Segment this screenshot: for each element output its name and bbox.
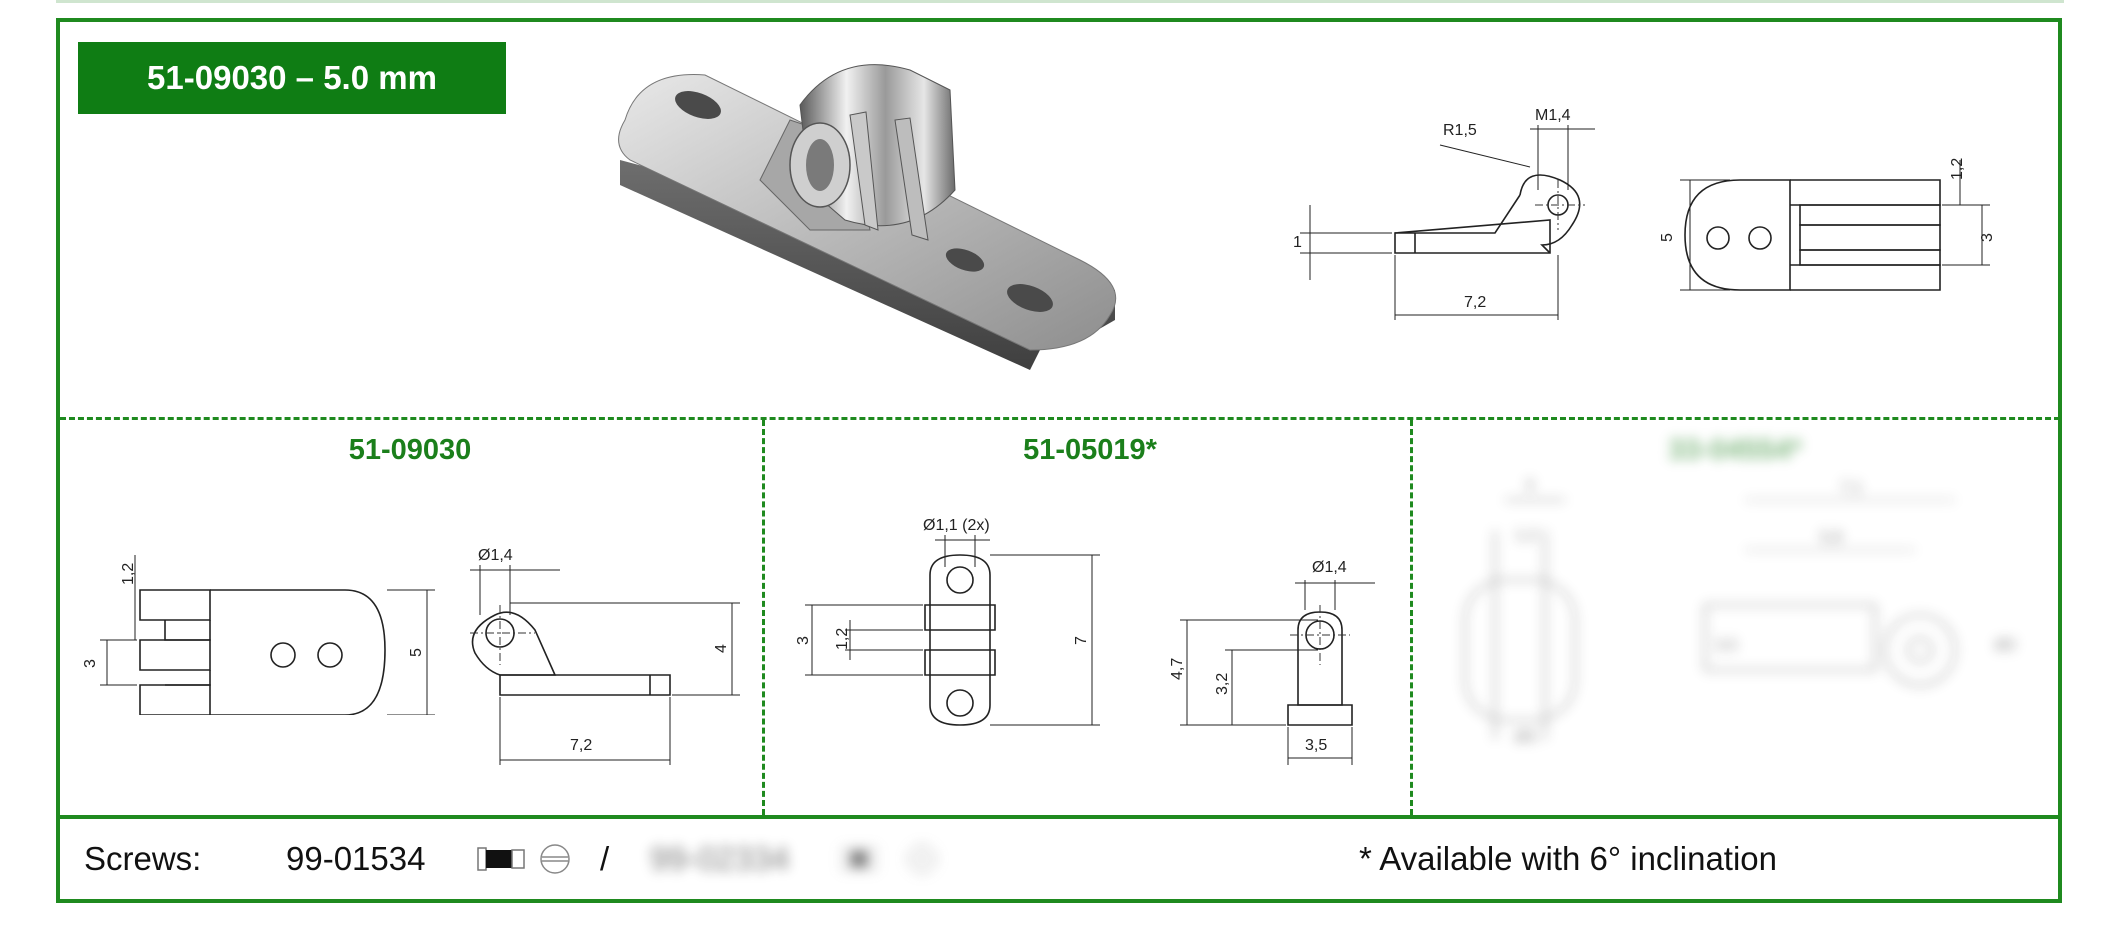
dim-s2-d: 7 <box>1073 636 1090 645</box>
hinge-3d-render <box>618 64 1117 370</box>
dim-s3-e: 5,8 <box>1820 529 1842 546</box>
top-rule <box>56 0 2064 3</box>
side-view-drawing: M1,4 R1,5 1 7,2 <box>1293 107 1595 320</box>
screw-part-1: 99-01534 <box>286 840 426 877</box>
footer-divider <box>60 815 2060 819</box>
dim-h5: 5 <box>1660 233 1676 242</box>
dim-s2-h: 3,5 <box>1305 737 1327 754</box>
dim-m: M1,4 <box>1535 107 1571 124</box>
dim-s3-d: 7,1 <box>1840 479 1862 496</box>
section-title-3: 33-04554* <box>1668 434 1802 466</box>
screw-part-2: 99-02334 <box>650 840 790 877</box>
phillips-head-icon <box>907 844 937 874</box>
dim-len: 7,2 <box>1464 294 1486 311</box>
screw-slotted-icon <box>477 847 525 871</box>
dim-s2-c: 1,2 <box>834 628 851 650</box>
product-frame <box>56 18 2062 903</box>
column-divider <box>1410 420 1413 815</box>
dim-w12: 1,2 <box>1949 158 1966 180</box>
column-divider <box>762 420 765 815</box>
top-view-drawing: 5 3 1,2 <box>1660 158 1996 291</box>
dim-r: R1,5 <box>1443 122 1477 139</box>
inclination-note: * Available with 6° inclination <box>1359 840 1778 877</box>
section3-drawings: 3 1,2 Ø5 7,1 5,8 3,5 Ø2 <box>1464 477 2016 746</box>
screw-separator: / <box>600 840 610 877</box>
screw-square-icon <box>841 847 877 871</box>
dim-s1-f: 7,2 <box>570 737 592 754</box>
section-divider <box>60 417 2060 420</box>
dim-s1-a: 1,2 <box>120 563 137 585</box>
section2-top-view: 3 1,2 Ø1,1 (2x) 7 <box>795 517 1100 726</box>
screws-label: Screws: <box>84 840 202 877</box>
section1-side-view: Ø1,4 4 7,2 <box>470 547 740 765</box>
dim-w3: 3 <box>1979 233 1996 242</box>
dim-s3-a: 3 <box>1525 477 1534 494</box>
dim-s2-b: 3 <box>795 636 812 645</box>
dim-s2-a: Ø1,1 (2x) <box>923 517 990 534</box>
dim-s1-e: 4 <box>713 644 730 653</box>
product-title: 51-09030 – 5.0 mm <box>78 42 506 114</box>
dim-s2-f: 4,7 <box>1169 658 1186 680</box>
dim-s3-b: 1,2 <box>1515 527 1537 544</box>
dim-s1-b: 3 <box>82 659 99 668</box>
dim-s3-g: Ø2 <box>1995 637 2016 654</box>
section-title-2: 51-05019* <box>1023 434 1157 466</box>
dim-s3-f: 3,5 <box>1715 637 1737 654</box>
section1-top-view: 3 1,2 5 <box>82 555 435 715</box>
dim-h1: 1 <box>1293 234 1302 251</box>
dim-s1-d: Ø1,4 <box>478 547 513 564</box>
slotted-head-icon <box>540 844 570 874</box>
dim-s2-g: 3,2 <box>1214 673 1231 695</box>
dim-s2-e: Ø1,4 <box>1312 559 1347 576</box>
section-title-1: 51-09030 <box>348 434 472 466</box>
section2-side-view: Ø1,4 4,7 3,2 3,5 <box>1169 559 1375 765</box>
dim-s1-c: 5 <box>408 648 425 657</box>
dim-s3-c: Ø5 <box>1515 729 1536 746</box>
